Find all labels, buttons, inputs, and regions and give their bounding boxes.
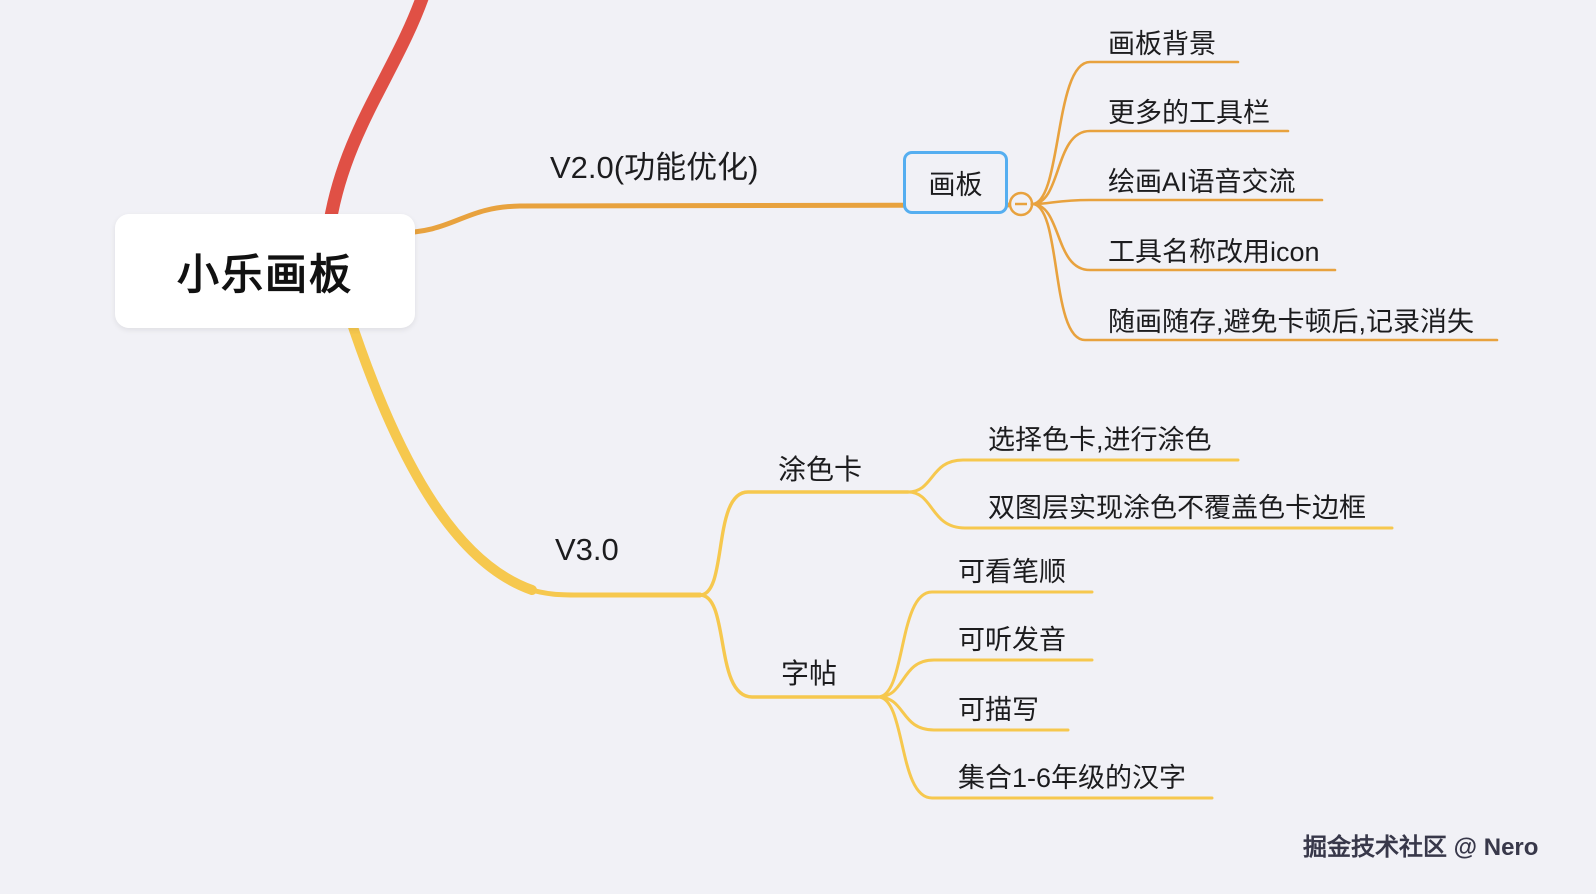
edge-zitie-child-2 (876, 658, 1094, 699)
root-node-label: 小乐画板 (176, 250, 353, 298)
node-v2[interactable]: V2.0(功能优化) (550, 150, 759, 185)
edge-huaban-child-5 (1030, 202, 1499, 342)
leaf-tracing[interactable]: 可描写 (958, 695, 1039, 725)
root-node[interactable]: 小乐画板 (115, 214, 415, 328)
leaf-double-layer[interactable]: 双图层实现涂色不覆盖色卡边框 (988, 493, 1366, 523)
leaf-huaban-background[interactable]: 画板背景 (1108, 29, 1216, 59)
watermark: 掘金技术社区 @ Nero (1303, 834, 1539, 861)
leaf-select-colorcard[interactable]: 选择色卡,进行涂色 (988, 425, 1212, 455)
leaf-more-toolbar[interactable]: 更多的工具栏 (1108, 98, 1270, 128)
edge-zitie-child-4 (876, 695, 1214, 800)
edge-zitie-child-1 (876, 590, 1094, 699)
edge-v2-branch (392, 202, 1011, 236)
edge-tuseka-child-1 (906, 458, 1240, 494)
leaf-grade-hanzi[interactable]: 集合1-6年级的汉字 (958, 763, 1187, 793)
edge-tuseka-child-2 (906, 490, 1394, 530)
leaf-autosave[interactable]: 随画随存,避免卡顿后,记录消失 (1108, 307, 1475, 337)
node-huaban[interactable]: 画板 (903, 151, 1008, 214)
edge-v3-branch-curve (343, 307, 537, 595)
edge-zitie-branch (698, 593, 880, 699)
leaf-stroke-order[interactable]: 可看笔顺 (958, 557, 1066, 587)
node-v3[interactable]: V3.0 (555, 532, 619, 567)
edge-huaban-child-1 (1030, 60, 1240, 206)
node-zitie[interactable]: 字帖 (781, 658, 838, 689)
edge-huaban-child-2 (1030, 129, 1290, 206)
leaf-pronunciation[interactable]: 可听发音 (958, 625, 1066, 655)
edge-huaban-child-3 (1030, 198, 1324, 206)
edge-huaban-child-4 (1030, 202, 1337, 272)
edge-zitie-child-3 (876, 695, 1070, 732)
node-tuseka[interactable]: 涂色卡 (778, 454, 863, 485)
edge-tuseka-branch (698, 490, 910, 597)
node-huaban-label: 画板 (928, 170, 983, 200)
edge-v3-branch-line (521, 585, 703, 598)
leaf-tool-icon[interactable]: 工具名称改用icon (1108, 237, 1320, 267)
edge-red-offscreen-branch (323, 0, 429, 229)
leaf-ai-voice[interactable]: 绘画AI语音交流 (1108, 167, 1296, 197)
